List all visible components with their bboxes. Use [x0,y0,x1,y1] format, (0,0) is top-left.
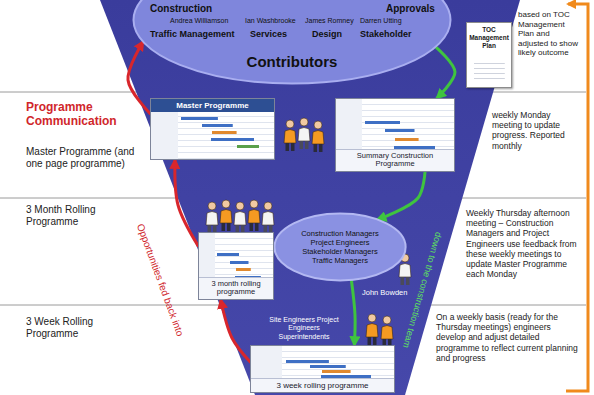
feed-down-arrow [351,280,355,345]
side-note: Weekly Thursday afternoon meeting – Cons… [466,208,582,279]
programme-screenshot: Master Programme [150,98,275,160]
person-figure [284,120,296,151]
side-note: weekly Monday meeting to update progress… [492,110,582,151]
title-bar: Summary Construction Programme [336,149,454,171]
person-figure [312,121,324,152]
screenshot-caption: 3 month rolling programme [202,280,270,297]
arrow-caption: Opportunities fed back into [134,222,186,338]
screenshot-title: Master Programme [154,101,271,110]
person-figure [381,316,393,347]
row-heading: 3 Week Rolling Programme [26,316,138,340]
section-heading: Programme Communication [26,100,136,129]
group-title: Contributors [247,53,338,71]
feedback-loop-line [566,4,588,391]
role-name: Services [250,29,287,40]
text-holder: Contributors [247,53,338,71]
person-figure [248,200,260,231]
title-bar: 3 month rolling programme [199,277,273,299]
text-holder: TOC Management Plan [467,23,511,52]
role-name: Design [312,29,342,40]
person-figure [220,200,232,231]
document-title: TOC Management Plan [469,26,509,49]
row-heading: Master Programme (and one page programme… [26,146,138,170]
team-roles: Site Engineers Project Engineers Superin… [268,316,340,341]
side-note: On a weekly basis (ready for the Thursda… [436,312,582,363]
team-ellipse: Construction Managers Project Engineers … [273,212,407,282]
person-name: John Bowden [362,288,407,297]
role-name: Construction [150,3,212,15]
ellipse-shape [134,0,451,84]
title-bar: 3 week rolling programme [251,378,394,392]
text-holder: Construction Managers Project Engineers … [297,229,383,265]
screenshot-caption: 3 week rolling programme [254,381,391,390]
ellipse-shape [274,214,405,281]
feed-down-arrow [378,172,425,220]
person-name: Darren Utting [360,17,402,25]
title-bar: Master Programme [151,99,274,112]
row-heading: 3 Month Rolling Programme [26,204,138,228]
feed-down-arrow [436,47,455,98]
person-figure [366,314,378,345]
side-note: based on TOC Management Plan and adjuste… [518,10,580,58]
person-name: Andrea Williamson [170,17,228,25]
team-roles: Construction Managers Project Engineers … [297,229,383,265]
person-figure [262,202,274,233]
role-name: Traffic Management [150,29,235,40]
person-name: James Romney [305,17,354,25]
document-page: TOC Management Plan [466,22,512,88]
programme-screenshot: 3 week rolling programme [250,345,395,393]
screenshot-caption: Summary Construction Programme [339,152,451,169]
feed-back-arrow [175,160,198,246]
person-name: Ian Washbrooke [245,17,296,25]
person-figure [298,118,310,149]
feed-back-arrow [221,300,250,362]
person-figure [234,202,246,233]
programme-screenshot: Summary Construction Programme [335,98,455,172]
role-name: Approvals [386,3,435,15]
person-figure [206,202,218,233]
role-name: Stakeholder [360,29,412,40]
feed-back-arrow [128,42,150,114]
programme-screenshot: 3 month rolling programme [198,232,274,300]
